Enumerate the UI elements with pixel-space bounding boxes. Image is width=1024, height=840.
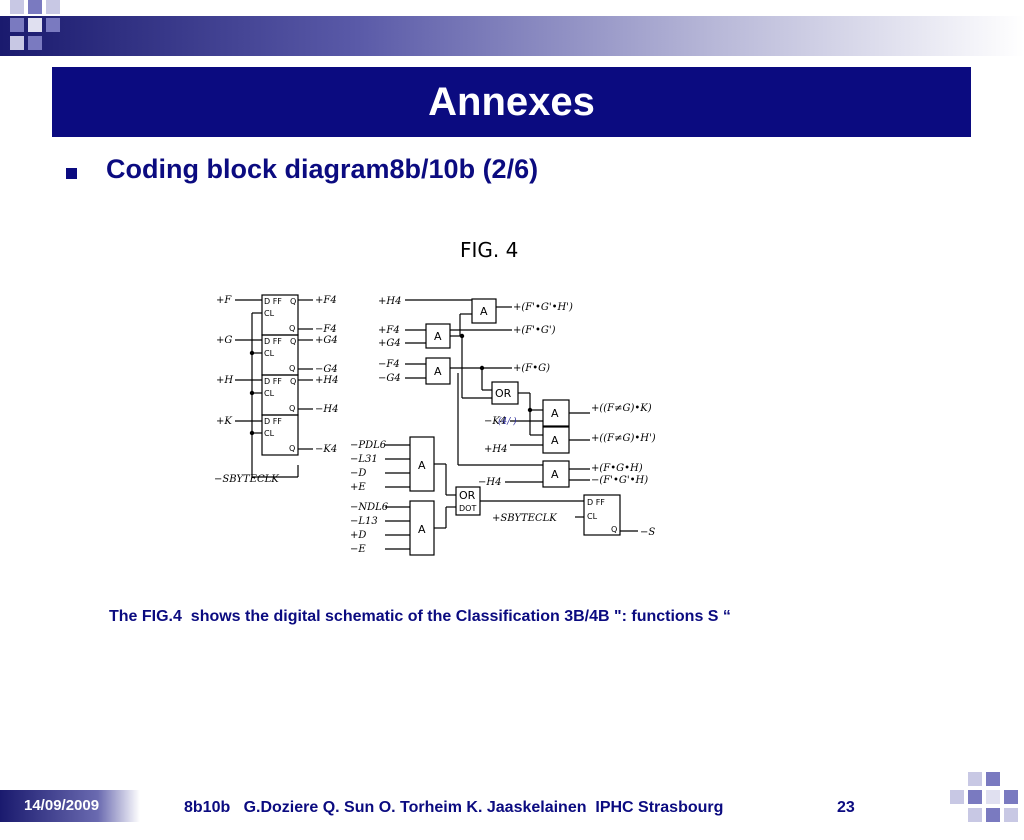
ff-input-label: +K [216, 416, 232, 427]
deco-square [28, 36, 42, 50]
ff-output-label: −F4 [315, 324, 337, 335]
final-clock-label: +SBYTECLK [492, 513, 557, 524]
deco-square [968, 790, 982, 804]
gate-input-label: +G4 [378, 338, 401, 349]
final-ff-label: D FF [587, 498, 605, 507]
final-output-label: −S [640, 527, 655, 538]
gate-input-label: −K4 [484, 416, 506, 427]
deco-square [968, 772, 982, 786]
ff-label: D FF [264, 417, 282, 426]
ff-q-label: Q [289, 404, 295, 413]
ff-clock-label: −SBYTECLK [214, 474, 279, 485]
ff-output-label: −K4 [315, 444, 337, 455]
output-label: +(F•G•H) [591, 463, 643, 474]
deco-square [1004, 808, 1018, 822]
ff-clk-label: CL [264, 309, 275, 318]
deco-square [10, 18, 24, 32]
ff-q-label: Q [289, 364, 295, 373]
deco-square [46, 0, 60, 14]
ff-output-label: +H4 [315, 375, 338, 386]
lower-input-label: −L13 [350, 516, 378, 527]
lower-input-label: −E [350, 544, 366, 555]
ff-clk-label: CL [264, 429, 275, 438]
ff-q-label: Q [290, 297, 296, 306]
and-gate-label: A [418, 523, 426, 536]
gate-input-label: +F4 [378, 325, 400, 336]
lower-input-label: −D [350, 468, 366, 479]
ff-output-label: −G4 [315, 364, 338, 375]
or-dot-gate-label: OR [459, 489, 476, 502]
gate-input-label: −F4 [378, 359, 400, 370]
and-gate-label: A [480, 305, 488, 318]
ff-q-label: Q [290, 377, 296, 386]
gate-input-label: +H4 [378, 296, 401, 307]
header-gradient-bar [0, 16, 1024, 56]
ff-input-label: +H [216, 375, 233, 386]
ff-q-label: Q [290, 337, 296, 346]
output-label: +(F•G) [513, 363, 550, 374]
or-gate-label: OR [495, 387, 512, 400]
ff-label: D FF [264, 337, 282, 346]
and-gate-label: A [551, 468, 559, 481]
ff-input-label: +G [216, 335, 232, 346]
ff-output-label: +F4 [315, 295, 337, 306]
lower-input-label: −NDL6 [350, 502, 389, 513]
dot-gate-label: DOT [459, 504, 476, 513]
deco-square [10, 0, 24, 14]
output-label: +(F'•G') [513, 325, 556, 336]
final-ff-q-label: Q [611, 525, 617, 534]
output-label: +((F≠G)•K) [591, 403, 652, 414]
gate-input-label: −G4 [378, 373, 401, 384]
bullet-icon [66, 168, 77, 179]
title-bar: Annexes [52, 67, 971, 137]
deco-square [10, 36, 24, 50]
output-label: +(F'•G'•H') [513, 302, 573, 313]
ff-clk-label: CL [264, 389, 275, 398]
slide-title: Annexes [428, 80, 595, 124]
deco-square [968, 808, 982, 822]
deco-square [28, 0, 42, 14]
ff-label: D FF [264, 297, 282, 306]
deco-square [1004, 790, 1018, 804]
ff-output-label: +G4 [315, 335, 338, 346]
output-label: +((F≠G)•H') [591, 433, 656, 444]
gate-input-label: −H4 [478, 477, 501, 488]
footer-date: 14/09/2009 [24, 797, 100, 814]
footer-gradient-bar [0, 790, 140, 822]
lower-input-label: +E [350, 482, 366, 493]
figure-caption: The FIG.4 shows the digital schematic of… [109, 608, 731, 625]
deco-square [28, 18, 42, 32]
annotation-label: (4/ ) [498, 416, 517, 427]
gate-input-label: +H4 [484, 444, 507, 455]
ff-input-label: +F [216, 295, 232, 306]
and-gate-label: A [551, 434, 559, 447]
footer-credits: 8b10b G.Doziere Q. Sun O. Torheim K. Jaa… [184, 799, 724, 816]
section-heading: Coding block diagram8b/10b (2/6) [106, 154, 539, 184]
schematic-diagram: FIG. 4 D FF CL Q Q D FF CL Q Q D FF CL Q… [214, 238, 656, 556]
output-label: −(F'•G'•H) [591, 475, 648, 486]
ff-output-label: −H4 [315, 404, 338, 415]
lower-input-label: −L31 [350, 454, 378, 465]
ff-clk-label: CL [264, 349, 275, 358]
and-gate-label: A [418, 459, 426, 472]
ff-q-label: Q [289, 324, 295, 333]
deco-square [46, 18, 60, 32]
ff-label: D FF [264, 377, 282, 386]
figure-label: FIG. 4 [460, 238, 518, 262]
and-gate-label: A [434, 330, 442, 343]
lower-input-label: −PDL6 [350, 440, 387, 451]
lower-input-label: +D [350, 530, 366, 541]
page-number: 23 [837, 799, 855, 816]
and-gate-label: A [551, 407, 559, 420]
deco-square [950, 790, 964, 804]
deco-square [986, 808, 1000, 822]
ff-q-label: Q [289, 444, 295, 453]
deco-square [986, 772, 1000, 786]
and-gate-label: A [434, 365, 442, 378]
deco-square [986, 790, 1000, 804]
final-ff-clk-label: CL [587, 512, 598, 521]
